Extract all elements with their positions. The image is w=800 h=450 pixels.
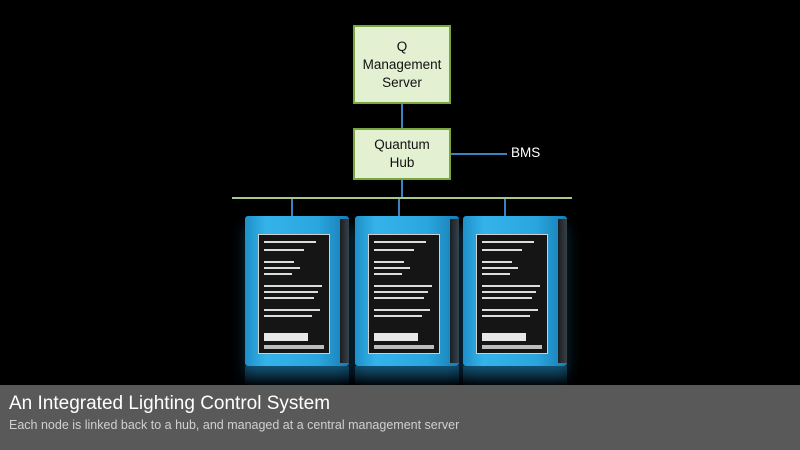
- hub-bms-connector: [451, 153, 507, 155]
- energi-savr-node-3: [463, 216, 567, 386]
- quantum-hub-box: Quantum Hub: [353, 128, 451, 180]
- energi-savr-node-2: [355, 216, 459, 386]
- caption-title: An Integrated Lighting Control System: [9, 393, 331, 414]
- energi-savr-node-1: [245, 216, 349, 386]
- caption-bar: An Integrated Lighting Control System Ea…: [0, 385, 800, 450]
- management-server-box: Q Management Server: [353, 25, 451, 104]
- server-hub-connector: [401, 104, 403, 128]
- node-label-plate: [368, 234, 440, 354]
- hub-label-line-2: Hub: [389, 155, 415, 170]
- server-label-line-3: Server: [382, 74, 422, 90]
- hub-bus-connector: [401, 180, 403, 198]
- caption-subtitle: Each node is linked back to a hub, and m…: [9, 418, 460, 432]
- node-1-drop-connector: [291, 199, 293, 216]
- node-label-plate: [476, 234, 548, 354]
- server-label-line-2: Management: [362, 56, 442, 72]
- network-bus-line: [232, 197, 572, 199]
- node-side-panel: [450, 219, 459, 363]
- server-label-line-1: Q: [396, 38, 408, 54]
- node-side-panel: [558, 219, 567, 363]
- node-label-plate: [258, 234, 330, 354]
- bms-label: BMS: [511, 145, 541, 160]
- node-3-drop-connector: [504, 199, 506, 216]
- node-side-panel: [340, 219, 349, 363]
- hub-label-line-1: Quantum: [374, 137, 430, 152]
- node-2-drop-connector: [398, 199, 400, 216]
